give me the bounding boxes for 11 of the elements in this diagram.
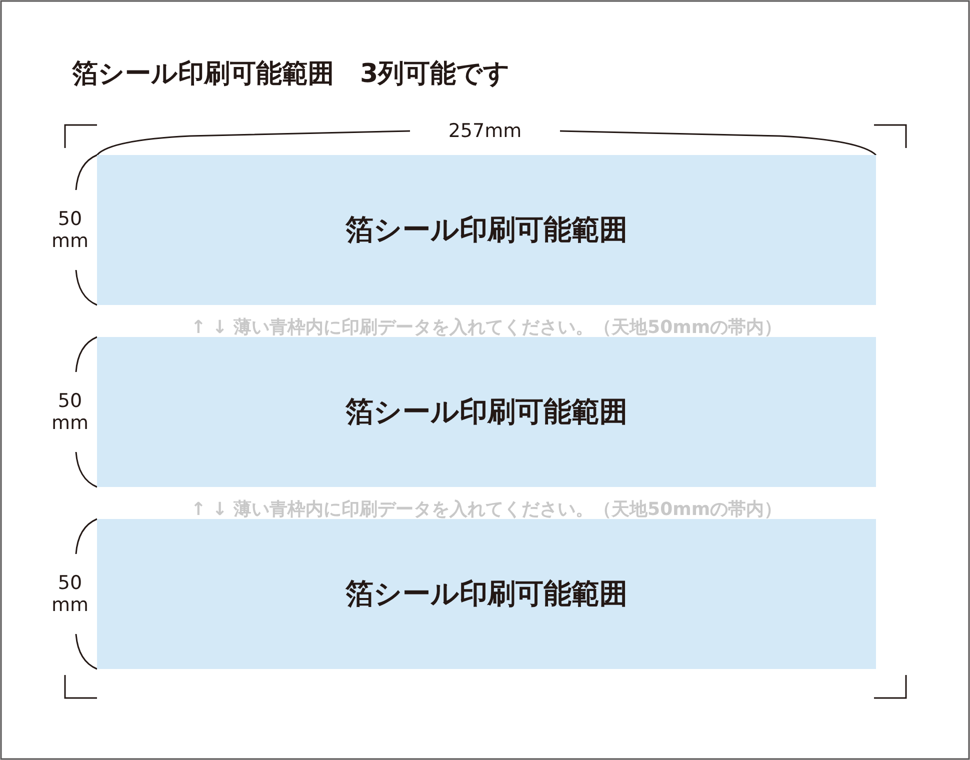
print-area-band: [97, 519, 876, 669]
band-label: 箔シール印刷可能範囲: [346, 212, 628, 248]
band-label: 箔シール印刷可能範囲: [346, 576, 628, 612]
band-label: 箔シール印刷可能範囲: [346, 394, 628, 430]
print-area-band: [97, 155, 876, 305]
dimension-label: 50 mm: [50, 390, 90, 434]
print-area-band: [97, 337, 876, 487]
title: 箔シール印刷可能範囲 3列可能です: [72, 58, 510, 91]
dimension-label: 50 mm: [50, 572, 90, 616]
dimension-label: 50 mm: [50, 208, 90, 252]
dimension-label: 257mm: [447, 120, 523, 142]
